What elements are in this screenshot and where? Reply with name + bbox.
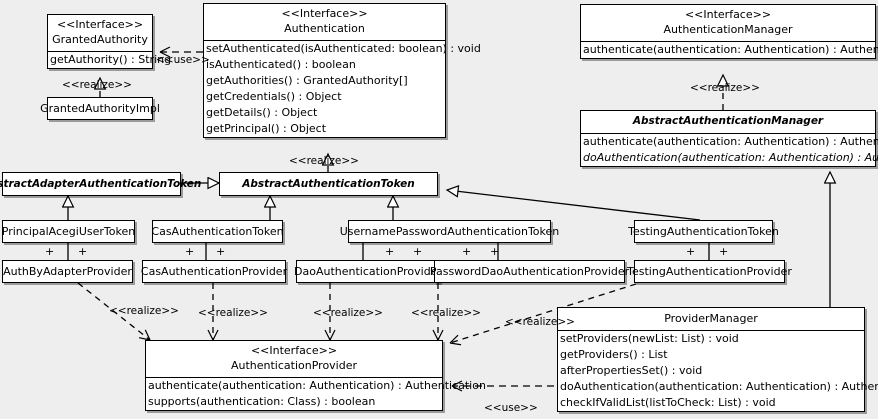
class-provider-manager[interactable]: ProviderManager setProviders(newList: Li… (557, 307, 878, 412)
class-name: TestingAuthenticationProvider (627, 265, 792, 278)
edge-generalization-testingauthenticationtoken (447, 190, 701, 221)
edge-label-realize-daoauthenticationprovider: <<realize>> (313, 307, 383, 319)
class-name: PrincipalAcegiUserToken (1, 225, 136, 238)
class-name: AuthByAdapterProvider (3, 265, 132, 278)
edge-label-realize-authbyadapterprovider: <<realize>> (109, 305, 179, 317)
class-authentication-provider[interactable]: <<Interface>> AuthenticationProvider aut… (145, 340, 486, 411)
edge-label-realize-grantedauthorityimpl: <<realize>> (62, 79, 132, 91)
stereotype-label: <<Interface>> (250, 344, 338, 357)
association-multiplicity: + (719, 245, 729, 258)
edge-label-use-grantedauthority: <<use>> (156, 54, 210, 66)
edge-label-realize-casauthenticationprovider: <<realize>> (198, 307, 268, 319)
edge-label-realize-testingauthenticationprovider: <<realize>> (505, 316, 575, 328)
operation: authenticate(authentication: Authenticat… (583, 135, 878, 148)
edge-label-use-providermanager: <<use>> (484, 402, 538, 414)
association-multiplicity: + (45, 245, 55, 258)
class-cas-authentication-provider[interactable]: CasAuthenticationProvider (141, 260, 287, 283)
operations-compartment: setAuthenticated(isAuthenticated: boolea… (204, 40, 481, 137)
operation: afterPropertiesSet() : void (560, 364, 703, 377)
class-testing-authentication-provider[interactable]: TestingAuthenticationProvider (627, 260, 792, 283)
operation: checkIfValidList(listToCheck: List) : vo… (560, 396, 776, 409)
stereotype-label: <<Interface>> (281, 7, 368, 20)
association-multiplicity: + (185, 245, 195, 258)
operation: authenticate(authentication: Authenticat… (148, 379, 486, 392)
class-name: GrantedAuthorityImpl (40, 102, 160, 115)
class-granted-authority-impl[interactable]: GrantedAuthorityImpl (40, 97, 160, 120)
association-multiplicity: + (413, 245, 423, 258)
class-cas-authentication-token[interactable]: CasAuthenticationToken (151, 220, 284, 243)
class-name: UsernamePasswordAuthenticationToken (339, 225, 560, 238)
operation: getAuthorities() : GrantedAuthority[] (206, 74, 408, 87)
class-header: AbstractAuthenticationManager (581, 111, 875, 133)
class-header: <<Interface>> AuthenticationManager (581, 5, 875, 41)
class-authentication[interactable]: <<Interface>> Authentication setAuthenti… (203, 3, 481, 138)
class-name: PasswordDaoAuthenticationProvider (429, 265, 630, 278)
operation: getPrincipal() : Object (206, 122, 327, 135)
operation: doAuthentication(authentication: Authent… (560, 380, 878, 393)
class-name: TestingAuthenticationToken (628, 225, 779, 238)
class-abstract-adapter-authentication-token[interactable]: AbstractAdapterAuthenticationToken (0, 172, 201, 196)
operation: setProviders(newList: List) : void (560, 332, 739, 345)
class-username-password-authentication-token[interactable]: UsernamePasswordAuthenticationToken (340, 220, 559, 243)
operations-compartment: authenticate(authentication: Authenticat… (581, 41, 878, 58)
class-auth-by-adapter-provider[interactable]: AuthByAdapterProvider (2, 260, 133, 283)
class-header: <<Interface>> Authentication (204, 4, 445, 40)
class-name: AuthenticationProvider (230, 359, 358, 372)
operations-compartment: setProviders(newList: List) : void getPr… (558, 330, 878, 411)
operation: getProviders() : List (560, 348, 668, 361)
association-multiplicity: + (462, 245, 472, 258)
operations-compartment: authenticate(authentication: Authenticat… (146, 377, 486, 410)
class-testing-authentication-token[interactable]: TestingAuthenticationToken (628, 220, 779, 243)
operation: doAuthentication(authentication: Authent… (583, 151, 878, 164)
class-name: CasAuthenticationProvider (140, 265, 288, 278)
class-principal-acegi-user-token[interactable]: PrincipalAcegiUserToken (2, 220, 135, 243)
operation: getDetails() : Object (206, 106, 318, 119)
operation: setAuthenticated(isAuthenticated: boolea… (206, 42, 481, 55)
association-multiplicity: + (78, 245, 88, 258)
operations-compartment: authenticate(authentication: Authenticat… (581, 133, 878, 166)
class-granted-authority[interactable]: <<Interface>> GrantedAuthority getAuthor… (47, 14, 172, 69)
class-name: AuthenticationManager (663, 23, 793, 36)
stereotype-label: <<Interface>> (56, 18, 144, 31)
class-name: Authentication (284, 22, 365, 35)
association-multiplicity: + (216, 245, 226, 258)
operations-compartment: getAuthority() : String (48, 51, 172, 68)
operation: isAuthenticated() : boolean (206, 58, 356, 71)
class-dao-authentication-provider[interactable]: DaoAuthenticationProvider (294, 260, 442, 283)
class-name: AbstractAdapterAuthenticationToken (0, 177, 202, 190)
class-name: ProviderManager (664, 312, 758, 325)
class-header: <<Interface>> GrantedAuthority (48, 15, 152, 51)
edge-label-realize-abstractauthenticationtoken: <<realize>> (289, 155, 359, 167)
class-name: CasAuthenticationToken (151, 225, 284, 238)
class-password-dao-authentication-provider[interactable]: PasswordDaoAuthenticationProvider (430, 260, 629, 283)
class-name: GrantedAuthority (52, 33, 148, 46)
association-multiplicity: + (686, 245, 696, 258)
class-name: DaoAuthenticationProvider (294, 265, 442, 278)
operation: supports(authentication: Class) : boolea… (148, 395, 376, 408)
class-header: <<Interface>> AuthenticationProvider (146, 341, 442, 377)
association-multiplicity: + (385, 245, 395, 258)
class-authentication-manager[interactable]: <<Interface>> AuthenticationManager auth… (580, 4, 878, 59)
edge-label-realize-abstractauthenticationmanager: <<realize>> (690, 82, 760, 94)
class-abstract-authentication-manager[interactable]: AbstractAuthenticationManager authentica… (580, 110, 878, 167)
operation: authenticate(authentication: Authenticat… (583, 43, 878, 56)
stereotype-label: <<Interface>> (684, 8, 772, 21)
edge-label-realize-passworddaoprovider: <<realize>> (411, 307, 481, 319)
class-abstract-authentication-token[interactable]: AbstractAuthenticationToken (219, 172, 438, 196)
operation: getCredentials() : Object (206, 90, 342, 103)
class-header: ProviderManager (558, 308, 864, 330)
operation: getAuthority() : String (50, 53, 172, 66)
class-name: AbstractAuthenticationManager (632, 115, 824, 127)
class-name: AbstractAuthenticationToken (242, 177, 415, 190)
association-multiplicity: + (490, 245, 500, 258)
